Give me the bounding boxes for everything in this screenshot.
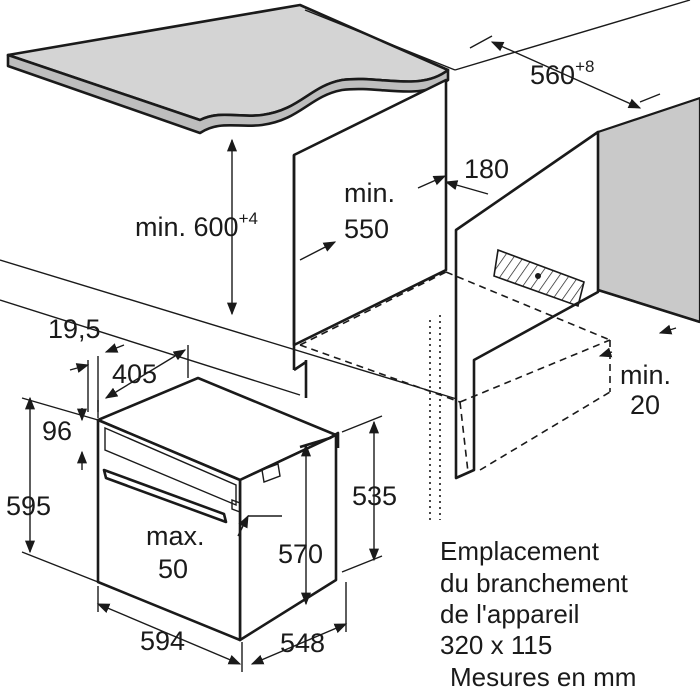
dimension-labels: min. 600+4 min. 550 180 560+8 min. 20 19… — [6, 57, 671, 658]
label-door-depth: 405 — [112, 359, 157, 389]
label-worktop-height: min. 600+4 — [135, 209, 258, 242]
label-handle-max: max. — [146, 521, 205, 551]
oven-back-bracket — [299, 431, 340, 449]
connection-point — [535, 273, 541, 279]
right-wall-base — [597, 288, 700, 324]
label-oven-height: 595 — [6, 491, 51, 521]
label-inner-height: 570 — [278, 539, 323, 569]
note-line-3: de l'appareil — [440, 599, 579, 629]
oven-side-notch — [261, 463, 281, 483]
dimension-lines — [21, 35, 677, 672]
note-units: Mesures en mm — [450, 662, 636, 692]
note-line-4: 320 x 115 — [440, 630, 552, 660]
label-plinth-val: 20 — [630, 390, 660, 420]
niche-cabinet — [292, 78, 600, 480]
label-niche-depth-val: 550 — [344, 214, 389, 244]
note-line-2: du branchement — [440, 568, 629, 598]
label-niche-depth-min: min. — [344, 178, 395, 208]
worktop-top-face — [6, 3, 450, 122]
label-oven-depth: 548 — [280, 628, 325, 658]
worktop — [6, 3, 450, 135]
oven-control-strip — [231, 498, 241, 514]
worktop-front-edge — [6, 53, 450, 135]
back-lines — [0, 0, 691, 401]
oven-handle — [102, 468, 228, 524]
label-side-height: 535 — [352, 481, 397, 511]
label-oven-width: 594 — [140, 626, 185, 656]
connection-note: Emplacement du branchement de l'appareil… — [440, 536, 636, 692]
connection-area — [493, 248, 585, 308]
label-top-offset: 96 — [42, 416, 72, 446]
label-handle-max-val: 50 — [158, 554, 188, 584]
cabinet-left-panel — [292, 78, 448, 347]
label-vent-depth: 180 — [464, 154, 509, 184]
oven — [96, 376, 340, 642]
niche-floor-dashed — [299, 271, 611, 520]
note-line-1: Emplacement — [440, 536, 600, 566]
label-niche-width: 560+8 — [530, 57, 594, 90]
label-door-offset: 19,5 — [48, 314, 101, 344]
label-plinth-min: min. — [620, 360, 671, 390]
oven-inner-rim — [104, 426, 237, 507]
